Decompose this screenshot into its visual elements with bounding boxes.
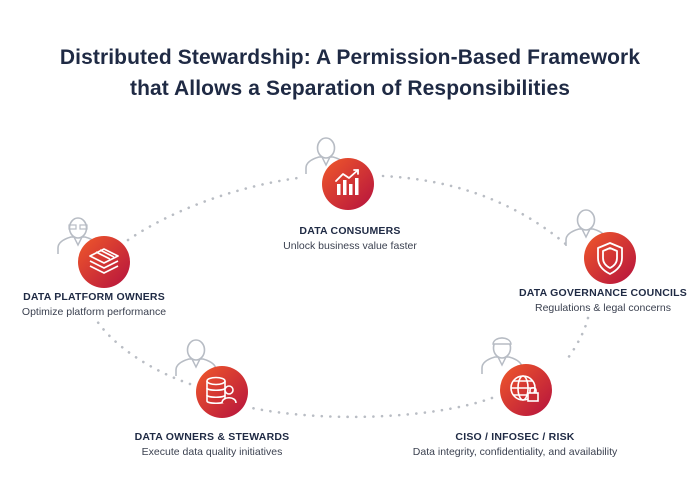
role-data-owners: DATA OWNERS & STEWARDS Execute data qual… <box>112 430 312 460</box>
role-description: Data integrity, confidentiality, and ava… <box>412 446 618 458</box>
title-line-1: Distributed Stewardship: A Permission-Ba… <box>59 46 641 69</box>
ciso-badge <box>500 364 552 416</box>
database-user-icon <box>206 376 237 405</box>
role-data-governance: DATA GOVERNANCE COUNCILS Regulations & l… <box>508 286 698 316</box>
person-platform-icon <box>57 217 99 255</box>
shield-icon <box>597 242 623 275</box>
node-data-platform <box>56 216 152 302</box>
role-name: DATA GOVERNANCE COUNCILS <box>519 287 687 299</box>
title-line-2: that Allows a Separation of Responsibili… <box>129 77 571 100</box>
node-data-governance <box>560 206 656 292</box>
role-description: Execute data quality initiatives <box>141 446 283 458</box>
role-data-platform: DATA PLATFORM OWNERS Optimize platform p… <box>6 290 182 320</box>
owners-badge <box>196 366 248 418</box>
role-ciso: CISO / INFOSEC / RISK Data integrity, co… <box>390 430 640 460</box>
role-description: Optimize platform performance <box>21 306 167 318</box>
role-description: Unlock business value faster <box>283 240 417 252</box>
globe-lock-icon <box>510 375 539 402</box>
orbit-segment-ciso-owners <box>250 396 494 419</box>
node-ciso <box>478 336 574 422</box>
node-data-owners <box>170 338 266 424</box>
role-data-consumers: DATA CONSUMERS Unlock business value fas… <box>250 224 450 254</box>
role-name: DATA CONSUMERS <box>299 225 401 237</box>
consumers-badge <box>322 158 374 210</box>
role-description: Regulations & legal concerns <box>535 302 671 314</box>
person-ciso-icon <box>481 337 523 375</box>
diagram-title: Distributed Stewardship: A Permission-Ba… <box>0 42 700 104</box>
node-data-consumers <box>296 132 392 218</box>
platform-badge <box>78 236 130 288</box>
governance-badge <box>584 232 636 284</box>
layers-icon <box>89 248 119 274</box>
role-name: CISO / INFOSEC / RISK <box>455 431 575 443</box>
chart-icon <box>335 169 359 195</box>
role-name: DATA OWNERS & STEWARDS <box>134 431 290 443</box>
role-name: DATA PLATFORM OWNERS <box>23 291 165 303</box>
